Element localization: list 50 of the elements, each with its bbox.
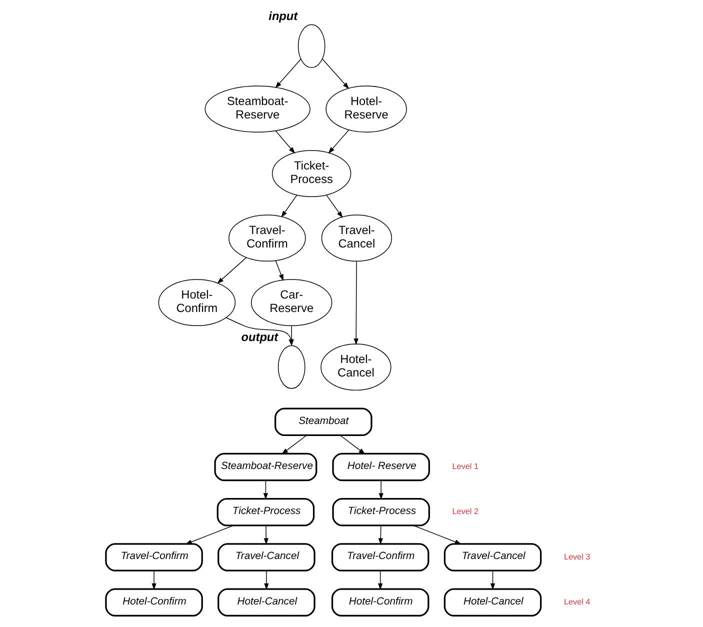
node-box: Hotel-Confirm (105, 588, 203, 616)
arrow (152, 570, 156, 590)
arrow (281, 194, 298, 218)
node-label: output (241, 330, 278, 344)
node-ellipse: Travel- Cancel (321, 214, 392, 262)
node-box: Travel-Confirm (105, 543, 203, 572)
arrow (378, 525, 383, 545)
arrow (264, 525, 268, 545)
arrow (490, 570, 496, 590)
arrow (275, 58, 302, 88)
node-ellipse: Car- Reserve (251, 279, 332, 326)
node-ellipse: Ticket- Process (272, 150, 352, 198)
arrow (263, 480, 268, 500)
arrow (326, 194, 343, 218)
node-box: Ticket-Process (216, 498, 315, 526)
node-box: Steamboat (274, 408, 372, 436)
label: Level 1 (452, 462, 478, 472)
arrow (340, 434, 366, 454)
arrow (354, 260, 358, 346)
node-ellipse: Hotel- Cancel (320, 344, 392, 391)
arrow (217, 257, 247, 284)
node-box: Hotel-Cancel (218, 588, 316, 616)
arrow (275, 130, 296, 154)
node-box: Steamboat-Reserve (214, 452, 318, 482)
node-box: Hotel-Cancel (444, 588, 542, 616)
label: Level 2 (452, 507, 478, 516)
arrow (413, 525, 462, 544)
node-ellipse (278, 345, 306, 389)
arrow (328, 130, 350, 154)
node-ellipse: Hotel- Reserve (326, 86, 407, 133)
label: Level 4 (564, 597, 590, 606)
node-box: Travel-Cancel (218, 543, 316, 572)
label: Level 3 (564, 552, 590, 562)
node-ellipse: Travel- Confirm (228, 214, 306, 262)
arrow (378, 570, 383, 590)
arrow (275, 260, 284, 281)
node-ellipse: Steamboat- Reserve (204, 86, 310, 133)
arrow (281, 434, 308, 454)
node-label: input (268, 9, 298, 24)
node-ellipse: Hotel- Confirm (158, 279, 236, 326)
arrow (378, 480, 384, 500)
arrow (264, 570, 269, 590)
node-box: Travel-Confirm (331, 543, 430, 572)
node-box: Travel-Cancel (444, 543, 542, 572)
arrow (322, 58, 350, 90)
node-box: Hotel-Confirm (331, 588, 430, 616)
arrow (185, 525, 234, 544)
node-ellipse (298, 24, 326, 68)
node-box: Ticket-Process (332, 498, 430, 526)
node-box: Hotel- Reserve (332, 452, 430, 482)
